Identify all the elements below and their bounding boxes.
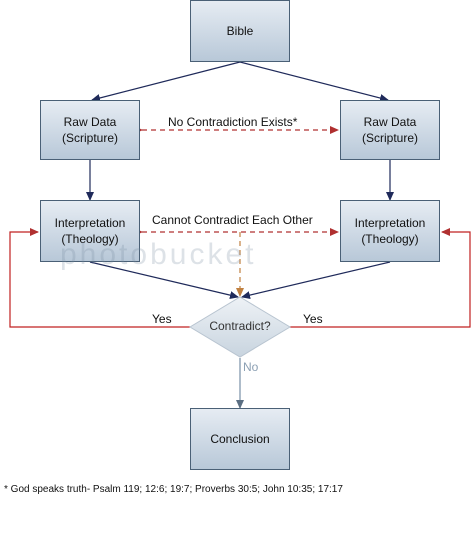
node-interpretation-right: Interpretation (Theology) <box>340 200 440 262</box>
node-raw-data-right: Raw Data (Scripture) <box>340 100 440 160</box>
node-conclusion: Conclusion <box>190 408 290 470</box>
node-decision-label: Contradict? <box>209 319 271 333</box>
edge-interp-left-to-decision <box>89 261 239 300</box>
edge-bible-to-raw-left <box>91 61 241 102</box>
node-bible: Bible <box>190 0 290 62</box>
decision-diamond <box>189 296 291 358</box>
node-interpretation-left: Interpretation (Theology) <box>40 200 140 262</box>
label-no: No <box>243 360 259 374</box>
label-yes-right: Yes <box>303 312 323 326</box>
label-cannot-contradict: Cannot Contradict Each Other <box>152 213 313 227</box>
watermark-logo: photobucket <box>60 238 257 271</box>
edge-yes-left-feedback <box>9 228 190 328</box>
label-yes-left: Yes <box>152 312 172 326</box>
edge-yes-right-feedback <box>290 228 471 328</box>
footnote: * God speaks truth- Psalm 119; 12:6; 19:… <box>4 484 343 495</box>
node-raw-data-left: Raw Data (Scripture) <box>40 100 140 160</box>
label-no-contradiction: No Contradiction Exists* <box>168 115 298 129</box>
edge-bible-to-raw-right <box>239 61 389 102</box>
edge-interp-right-to-decision <box>241 261 391 300</box>
